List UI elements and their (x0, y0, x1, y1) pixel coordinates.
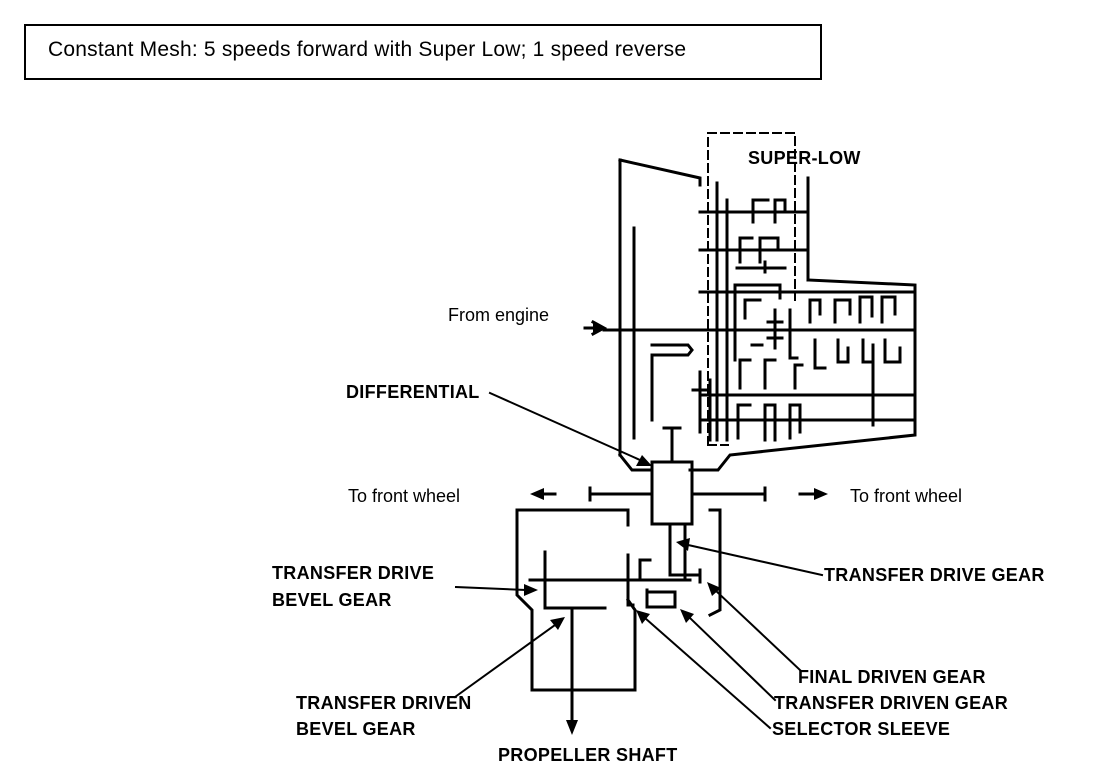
label-transfer-driven-bevel-gear-line2: BEVEL GEAR (296, 719, 416, 739)
label-transfer-driven-bevel-gear-line1: TRANSFER DRIVEN (296, 693, 472, 713)
front-wheel-arrows (530, 488, 828, 500)
label-propeller-shaft: PROPELLER SHAFT (498, 745, 678, 765)
label-to-front-wheel-right: To front wheel (850, 486, 963, 506)
label-transfer-drive-gear: TRANSFER DRIVE GEAR (824, 565, 1045, 585)
input-shaft (583, 210, 914, 422)
main-gears (691, 283, 902, 442)
diagram-title: Constant Mesh: 5 speeds forward with Sup… (48, 38, 687, 61)
label-transfer-drive-bevel-gear-line1: TRANSFER DRIVE (272, 563, 435, 583)
transfer-case (515, 508, 722, 692)
label-transfer-driven-gear: TRANSFER DRIVEN GEAR (774, 693, 1009, 713)
label-differential: DIFFERENTIAL (346, 382, 480, 402)
label-from-engine: From engine (448, 305, 550, 325)
differential-assembly (588, 426, 767, 577)
title-box (24, 24, 822, 80)
label-to-front-wheel-left: To front wheel (348, 486, 461, 506)
super-low-gears (715, 181, 787, 442)
label-final-driven-gear: FINAL DRIVEN GEAR (798, 667, 986, 687)
transmission-case (617, 158, 917, 472)
super-low-housing (707, 132, 796, 446)
label-transfer-drive-bevel-gear-line2: BEVEL GEAR (272, 590, 392, 610)
propeller-shaft (543, 606, 602, 735)
leader-lines (453, 391, 824, 730)
label-super-low: SUPER-LOW (748, 148, 861, 168)
label-selector-sleeve: SELECTOR SLEEVE (772, 719, 951, 739)
